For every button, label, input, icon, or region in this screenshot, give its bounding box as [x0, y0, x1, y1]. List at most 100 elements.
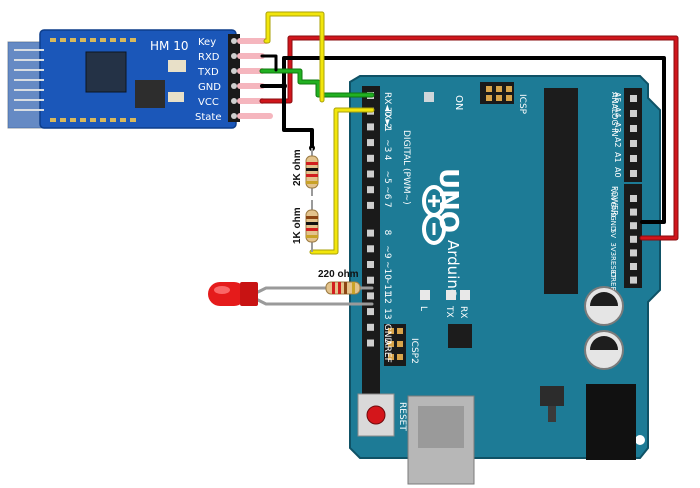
digital-pin-label-11: ~11 — [382, 277, 392, 296]
analog-header — [624, 88, 642, 182]
analog-pin-5 — [630, 170, 637, 177]
power-pin-holes — [630, 195, 637, 284]
digital-pin-label-0: RX◄0 — [382, 92, 392, 117]
analog-pin-label-0: A5 — [613, 92, 622, 103]
power-pin-2 — [630, 222, 637, 230]
module-pin-label-rxd: RXD — [198, 52, 220, 63]
analog-pin-holes — [630, 95, 637, 177]
power-pin-label-1: GND — [609, 202, 617, 218]
arduino-board: ON ICSP UNO Arduino DIGITAL (PWM~) L — [349, 75, 661, 485]
digital-pin-label-12: 12 — [382, 292, 392, 303]
icsp2-label: ICSP2 — [409, 338, 419, 364]
digital-label: DIGITAL (PWM~) — [401, 130, 411, 205]
analog-pin-label-3: A2 — [613, 137, 622, 148]
wire-led-cathode — [256, 298, 374, 306]
wires — [256, 11, 679, 306]
module-pin-label-key: Key — [198, 37, 216, 48]
resistor-2k-label: 2K ohm — [292, 149, 303, 186]
digital-pin-label-10: ~10 — [382, 261, 392, 280]
resistor-220-label: 220 ohm — [318, 269, 359, 280]
resistor-2k — [305, 148, 319, 196]
resistor-1k-label: 1K ohm — [292, 207, 303, 244]
led — [208, 282, 258, 306]
digital-pin-3 — [367, 139, 374, 147]
module-pin-label-state: State — [195, 112, 221, 123]
analog-pin-label-1: A4 — [613, 107, 622, 118]
resistor-1k — [305, 200, 319, 252]
power-pin-label-5: RESET — [609, 256, 617, 279]
bluetooth-module: HM 10 Key RXD TXD GND VCC State — [7, 29, 240, 129]
digital-pin-label-4: 4 — [382, 155, 392, 161]
power-pin-label-0: VIN — [609, 188, 617, 200]
digital-pin-7 — [367, 201, 374, 209]
resistor-220 — [325, 281, 361, 295]
digital-pin-label-1: TX►1 — [382, 107, 392, 132]
digital-pin-4 — [367, 154, 374, 162]
digital-pin-label-9: ~9 — [382, 245, 392, 259]
rx-led-label: RX — [458, 306, 468, 318]
digital-pin-label-13: 13 — [382, 308, 392, 319]
power-pin-5 — [630, 263, 637, 270]
power-jack — [586, 384, 636, 460]
analog-pin-4 — [630, 155, 637, 162]
power-label: POWER — [610, 186, 619, 216]
digital-pin-11 — [367, 276, 374, 284]
module-pin-label-vcc: VCC — [198, 97, 219, 108]
power-pin-3 — [630, 235, 637, 243]
l-led-label: L — [418, 306, 428, 311]
digital-pin-12 — [367, 292, 374, 300]
analog-pin-3 — [630, 140, 637, 147]
power-pin-4 — [630, 249, 637, 257]
power-pin-label-2: GND — [609, 215, 617, 231]
digital-pin-2 — [367, 123, 374, 131]
module-pin-label-txd: TXD — [197, 67, 219, 78]
brand-label: Arduino — [444, 240, 462, 298]
wire-gnd — [260, 56, 666, 224]
module-pin-stubs — [237, 38, 273, 119]
model-label: UNO — [433, 168, 463, 233]
digital-pin-5 — [367, 170, 374, 178]
reset-label: RESET — [397, 402, 407, 431]
digital-pin-label-5: ~5 — [382, 171, 392, 184]
power-pin-1 — [630, 208, 637, 216]
power-pin-label-6: IOREF — [609, 270, 617, 291]
digital-pin-6 — [367, 186, 374, 194]
digital-pin-15 — [367, 339, 374, 347]
digital-pin-10 — [367, 261, 374, 268]
analog-pin-label-4: A1 — [613, 152, 622, 163]
digital-pin-label-3: ~3 — [382, 139, 392, 152]
digital-pin-14 — [367, 323, 374, 331]
power-pin-label-3: 5V — [609, 229, 617, 238]
wire-divider-gnd — [282, 84, 314, 150]
digital-pin-13 — [367, 308, 374, 316]
digital-pin-8 — [367, 229, 374, 237]
digital-pin-label-8: 8 — [382, 230, 392, 236]
module-model-label: HM 10 — [150, 39, 188, 53]
digital-pin-label-2: 2 — [382, 123, 392, 129]
analog-pin-label-5: A0 — [613, 167, 622, 178]
analog-pin-0 — [630, 95, 637, 102]
module-pin-header — [228, 34, 240, 122]
analog-pin-1 — [630, 110, 637, 117]
digital-pin-label-14: GND — [382, 324, 392, 345]
analog-pin-2 — [630, 125, 637, 132]
digital-pin-label-6: ~6 — [382, 186, 392, 200]
power-pin-6 — [630, 276, 637, 284]
power-pin-0 — [630, 195, 637, 202]
icsp-label: ICSP — [517, 94, 527, 115]
module-pin-label-gnd: GND — [198, 82, 221, 93]
atmega-chip — [544, 88, 578, 294]
analog-pin-label-2: A3 — [613, 122, 622, 133]
arduino-logo — [422, 185, 446, 245]
power-pin-label-4: 3V3 — [609, 242, 617, 256]
digital-pin-label-15: AREF — [382, 340, 392, 363]
tx-led-label: TX — [444, 305, 454, 318]
digital-pin-label-7: 7 — [382, 202, 392, 208]
on-label: ON — [453, 95, 464, 110]
analog-label: ANALOG IN — [610, 92, 619, 137]
digital-pin-9 — [367, 245, 374, 253]
